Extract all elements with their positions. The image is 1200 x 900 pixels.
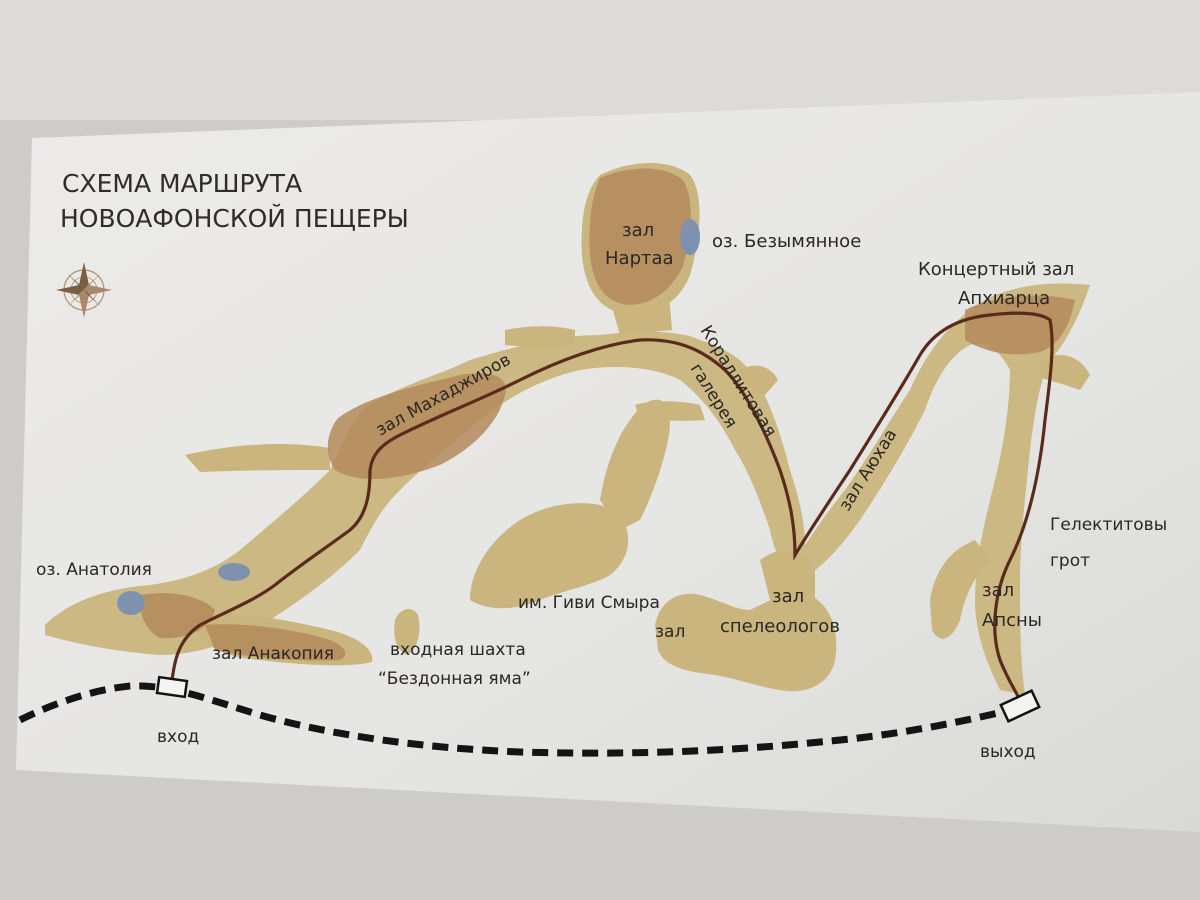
- label-lake-bezymyannoe: оз. Безымянное: [712, 231, 861, 252]
- label-gelektit-grotto-1: Гелектитовы: [1050, 515, 1167, 535]
- label-hall-givi-1: им. Гиви Смыра: [518, 593, 660, 613]
- lake-anatolia-shape: [117, 591, 145, 615]
- railway-dashed-line: [18, 682, 1021, 757]
- hall-anakopia-area: [205, 624, 346, 661]
- exit-box: [999, 688, 1041, 724]
- lakes: [117, 219, 700, 615]
- lake-small-shape: [218, 563, 250, 581]
- label-hall-nartaa-2: Нартаа: [605, 248, 674, 269]
- entrance-box: [155, 675, 189, 699]
- label-hall-speleologists-2: спелеологов: [720, 616, 840, 637]
- map-title-line1: СХЕМА МАРШРУТА: [62, 169, 302, 198]
- label-entrance-shaft-1: входная шахта: [390, 640, 526, 660]
- hall-nartaa-area: [589, 168, 691, 305]
- lake-bezymyannoe-shape: [680, 219, 700, 255]
- tour-route-line: [170, 311, 1054, 701]
- label-hall-speleologists-1: зал: [772, 586, 804, 607]
- label-hall-apsny-2: Апсны: [982, 610, 1042, 631]
- label-concert-hall-1: Концертный зал: [918, 259, 1074, 280]
- label-concert-hall-2: Апхиарца: [958, 288, 1050, 309]
- label-exit: выход: [980, 742, 1036, 762]
- label-lake-anatolia: оз. Анатолия: [36, 560, 152, 580]
- hall-concert-area: [965, 295, 1075, 355]
- label-hall-nartaa-1: зал: [622, 220, 654, 241]
- label-hall-givi-2: зал: [655, 622, 685, 642]
- compass-rose-icon: [56, 262, 112, 318]
- label-hall-anakopia: зал Анакопия: [212, 644, 334, 664]
- map-title-line2: НОВОАФОНСКОЙ ПЕЩЕРЫ: [60, 204, 409, 233]
- label-gelektit-grotto-2: грот: [1050, 551, 1090, 571]
- label-entrance-shaft-2: “Бездонная яма”: [378, 669, 531, 689]
- label-entrance: вход: [157, 727, 199, 747]
- label-hall-apsny-1: зал: [982, 580, 1014, 601]
